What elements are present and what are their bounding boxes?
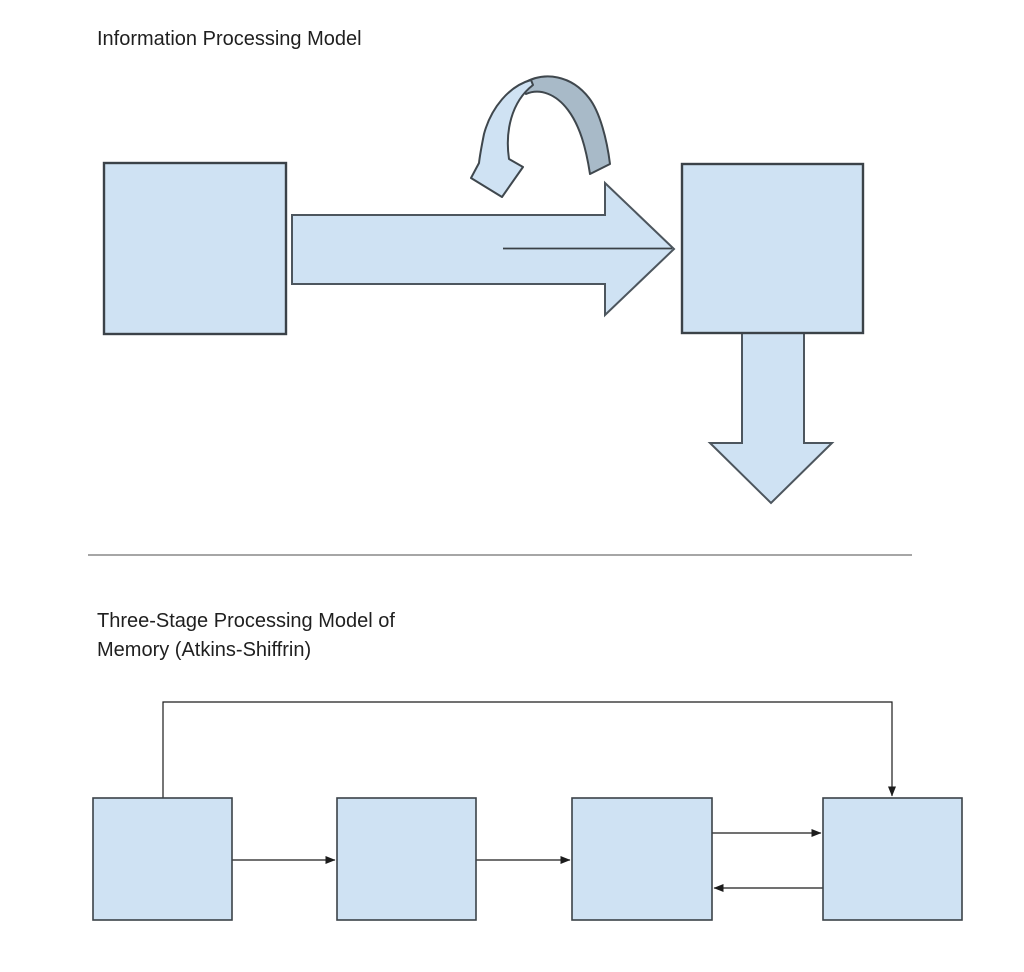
- figure2-title: Three-Stage Processing Model of Memory (…: [97, 610, 395, 661]
- stage-box-1: [92, 797, 233, 921]
- down-block-arrow: [707, 332, 835, 505]
- feedback-connector: [162, 701, 896, 798]
- loop-arrow-back-band: [521, 75, 611, 175]
- stage-box-2: [336, 797, 477, 921]
- right-box: [680, 162, 865, 335]
- stage-box-3: [571, 797, 713, 921]
- loop-arrow-front-band: [470, 79, 534, 198]
- section-divider: [88, 554, 912, 556]
- figure2-diagram: [92, 701, 963, 921]
- figure1-title: Information Processing Model: [97, 28, 362, 50]
- figure1-diagram: [102, 75, 865, 505]
- forward-block-arrow: [291, 180, 676, 318]
- left-box: [102, 161, 288, 336]
- stage-box-4: [822, 797, 963, 921]
